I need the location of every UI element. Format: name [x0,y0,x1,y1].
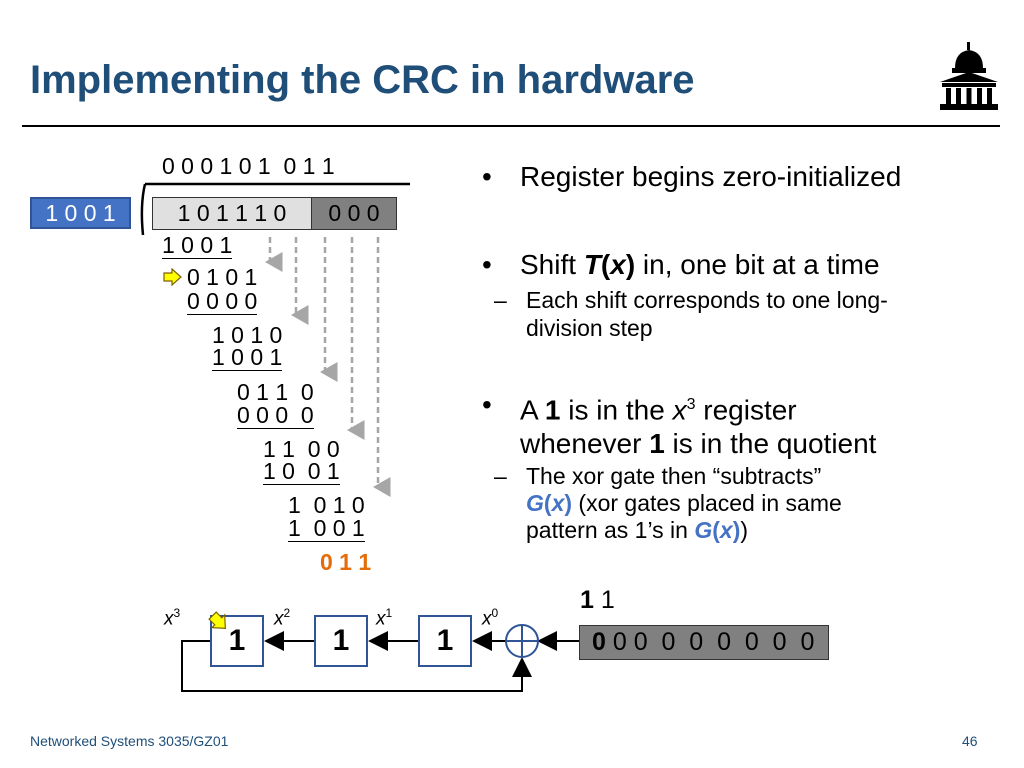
math-x: x [610,249,626,280]
input-first-bit: 0 [592,628,606,656]
bullet-text: register [695,394,797,426]
pointer-arrow-icon [163,268,182,286]
bullet-item: A 1 is in the x3 register whenever 1 is i… [480,388,1010,461]
math-T: T [583,249,601,280]
register-x2: 1 [314,615,368,667]
bullet-text: in, one bit at a time [635,249,880,280]
hw-quotient-bits: 1 1 [580,586,615,615]
sub-bullet-text: ) [740,517,749,544]
math-x: x [719,517,733,544]
sub-bullet-text: The xor gate then “subtracts” [526,463,822,490]
bullet-text: whenever [520,428,650,460]
bullet-text: Register begins zero-initialized [520,161,902,192]
bullet-item: Shift T(x) in, one bit at a time [480,248,1010,282]
math-G: G [694,517,713,544]
bold-one: 1 [544,394,561,426]
math-x: x [551,490,565,517]
slide-title: Implementing the CRC in hardware [30,58,695,102]
generator-box: 1 0 0 1 [30,197,131,229]
division-step: 1 0 0 1 [288,515,365,542]
division-step: 0 1 0 1 [187,264,258,290]
page-number: 46 [962,733,978,749]
bullet-item: Register begins zero-initialized [480,160,1010,194]
pointer-arrow-icon [208,611,226,629]
paren: ) [625,249,636,280]
paren: ( [600,249,611,280]
division-remainder: 0 1 1 [320,549,372,575]
division-step: 1 0 0 1 [263,458,340,485]
division-step: 1 0 0 1 [212,344,283,371]
bullet-text: A [520,394,545,426]
sub-bullet-item: The xor gate then “subtracts” G(x) (xor … [440,463,966,544]
sub-bullet-text: (xor gates placed in same [572,490,842,517]
register-x1: 1 [418,615,472,667]
x2-label: x2 [274,606,291,630]
division-quotient: 0 0 0 1 0 1 0 1 1 [162,153,335,179]
footer-course: Networked Systems 3035/GZ01 [30,733,229,749]
hw-quotient-bold: 1 [580,586,594,614]
division-step: 1 0 0 1 [162,232,233,259]
x1-label: x1 [376,606,393,630]
bullet-list: Register begins zero-initialized Shift T… [480,160,1010,544]
appended-zero-bits: 0 0 0 [311,197,397,230]
register-x3: 1 [210,615,264,667]
university-logo-icon [940,42,998,110]
bullet-text: is in the quotient [664,428,877,460]
x3-label: x3 [164,606,181,630]
division-step: 1 0 1 0 [212,322,283,348]
math-G: G [526,490,544,517]
message-bits: 1 0 1 1 1 0 [152,197,312,230]
division-bracket [140,182,410,236]
input-remaining-bits: 0 0 0 0 0 0 0 0 [605,628,815,656]
exponent: 3 [686,396,696,413]
division-step: 0 0 0 0 [237,402,314,429]
division-step: 1 1 0 0 [263,436,340,462]
division-step: 0 1 1 0 [237,379,314,405]
bullet-text: Shift [520,249,584,280]
sub-bullet-item: Each shift corresponds to one long-divis… [440,286,946,342]
bold-one: 1 [649,428,665,460]
division-step: 0 0 0 0 [187,288,258,315]
xor-gate-icon [505,624,539,658]
sub-bullet-text: pattern as 1’s in [526,517,695,544]
sub-bullet-text: Each shift corresponds to one long-divis… [526,287,888,341]
input-bit-stream: 0 0 0 0 0 0 0 0 0 [579,625,829,660]
x0-label: x0 [482,606,499,630]
hw-quotient-rest: 1 [593,586,615,614]
title-divider [22,125,1000,127]
bullet-text: is in the [560,394,673,426]
division-step: 1 0 1 0 [288,492,365,518]
math-x: x [672,394,687,426]
